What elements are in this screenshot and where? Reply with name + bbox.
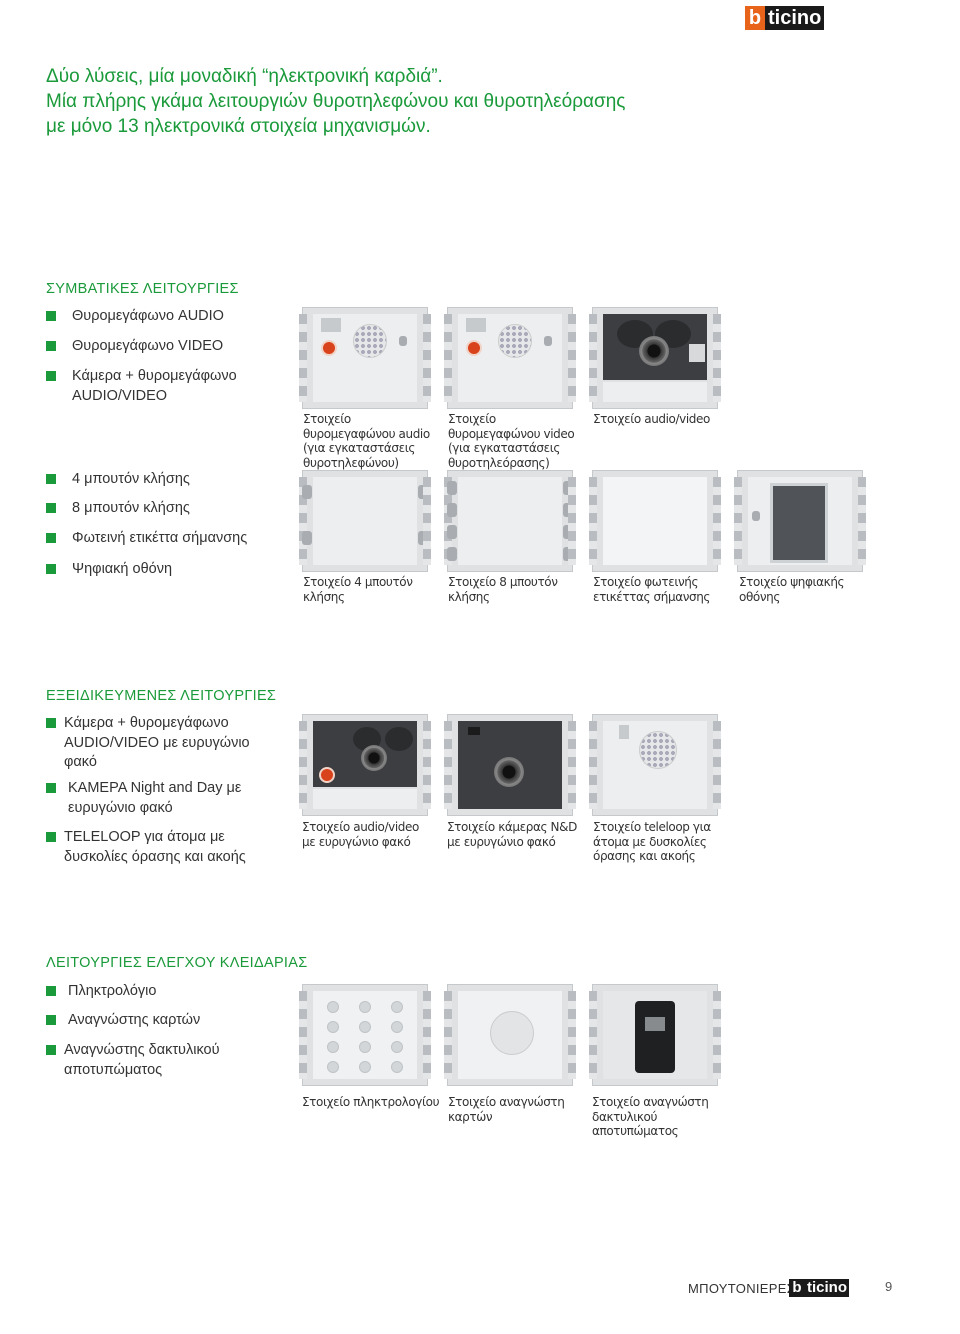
module-teleloop-image bbox=[589, 714, 721, 816]
caption: Στοιχείο 4 μπουτόν κλήσης bbox=[303, 575, 413, 604]
keypad-key bbox=[391, 1041, 403, 1053]
logo-text: ticino bbox=[765, 6, 825, 30]
section-title-standard: ΣΥΜΒΑΤΙΚΕΣ ΛΕΙΤΟΥΡΓΙΕΣ bbox=[46, 281, 239, 297]
module-camera-nd-image bbox=[444, 714, 576, 816]
bullet-icon bbox=[46, 783, 56, 793]
module-light-label-image bbox=[589, 470, 721, 572]
keypad-key bbox=[359, 1021, 371, 1033]
bullet-icon bbox=[46, 1045, 56, 1055]
module-8-buttons-image bbox=[444, 470, 576, 572]
module-fingerprint-reader-image bbox=[589, 984, 721, 1086]
feature-item: 8 μπουτόν κλήσης bbox=[46, 499, 266, 519]
feature-item: Κάμερα + θυρομεγάφωνο AUDIO/VIDEO με ευρ… bbox=[46, 714, 266, 773]
footer-section-label: ΜΠΟΥΤΟΝΙΕΡΕΣ bbox=[688, 1281, 796, 1296]
bullet-icon bbox=[46, 718, 56, 728]
keypad-key bbox=[391, 1001, 403, 1013]
logo-text: ticino bbox=[805, 1279, 849, 1297]
camera-lens-icon bbox=[639, 336, 669, 366]
feature-item: 4 μπουτόν κλήσης bbox=[46, 470, 266, 490]
caption: Στοιχείο teleloop για άτομα με δυσκολίες… bbox=[593, 820, 711, 863]
caption: Στοιχείο κάμερας N&D με ευρυγώνιο φακό bbox=[447, 820, 577, 849]
module-audio-video-wide-image bbox=[299, 714, 431, 816]
keypad-key bbox=[327, 1021, 339, 1033]
keypad-key bbox=[359, 1041, 371, 1053]
page-headline: Δύο λύσεις, μία μοναδική “ηλεκτρονική κα… bbox=[46, 64, 746, 139]
card-reader-circle bbox=[490, 1011, 534, 1055]
section-title-lock: ΛΕΙΤΟΥΡΓΙΕΣ ΕΛΕΓΧΟΥ ΚΛΕΙΔΑΡΙΑΣ bbox=[46, 955, 308, 971]
camera-lens-icon bbox=[494, 757, 524, 787]
module-card-reader-image bbox=[444, 984, 576, 1086]
bullet-icon bbox=[46, 503, 56, 513]
feature-item: Αναγνώστης καρτών bbox=[46, 1011, 266, 1031]
keypad-key bbox=[359, 1001, 371, 1013]
feature-item: Θυρομεγάφωνο AUDIO bbox=[46, 307, 266, 327]
keypad-key bbox=[359, 1061, 371, 1073]
speaker-grille-icon bbox=[639, 731, 677, 769]
caption: Στοιχείο θυρομεγαφώνου audio (για εγκατα… bbox=[303, 412, 430, 470]
module-keypad-image bbox=[299, 984, 431, 1086]
headline-line-3: με μόνο 13 ηλεκτρονικά στοιχεία μηχανισμ… bbox=[46, 116, 431, 137]
module-digital-display-image bbox=[734, 470, 866, 572]
feature-item: ΚΑΜΕΡΑ Night and Day με ευρυγώνιο φακό bbox=[46, 779, 266, 818]
footer-brand-logo: b ticino bbox=[789, 1279, 849, 1297]
feature-item: Πληκτρολόγιο bbox=[46, 982, 266, 1002]
caption: Στοιχείο 8 μπουτόν κλήσης bbox=[448, 575, 558, 604]
red-button-icon bbox=[466, 340, 482, 356]
bullet-icon bbox=[46, 311, 56, 321]
caption: Στοιχείο audio/video με ευρυγώνιο φακό bbox=[302, 820, 419, 849]
caption: Στοιχείο θυρομεγαφώνου video (για εγκατα… bbox=[448, 412, 575, 470]
brand-logo: b ticino bbox=[745, 6, 825, 30]
caption: Στοιχείο ψηφιακής οθόνης bbox=[739, 575, 845, 604]
display-screen bbox=[770, 483, 828, 563]
logo-b: b bbox=[789, 1279, 805, 1297]
speaker-grille-icon bbox=[353, 324, 387, 358]
module-4-buttons-image bbox=[299, 470, 431, 572]
caption: Στοιχείο πληκτρολογίου bbox=[302, 1095, 440, 1109]
feature-item: Θυρομεγάφωνο VIDEO bbox=[46, 337, 266, 357]
bullet-icon bbox=[46, 832, 56, 842]
keypad-key bbox=[327, 1001, 339, 1013]
feature-item: Αναγνώστης δακτυλικού αποτυπώματος bbox=[46, 1041, 256, 1080]
caption: Στοιχείο audio/video bbox=[593, 412, 710, 426]
fingerprint-sensor-icon bbox=[635, 1001, 675, 1073]
bullet-icon bbox=[46, 341, 56, 351]
camera-lens-icon bbox=[361, 745, 387, 771]
keypad-key bbox=[327, 1041, 339, 1053]
bullet-icon bbox=[46, 564, 56, 574]
headline-line-1: Δύο λύσεις, μία μοναδική “ηλεκτρονική κα… bbox=[46, 66, 443, 87]
module-video-image bbox=[444, 307, 576, 409]
keypad-key bbox=[327, 1061, 339, 1073]
logo-b: b bbox=[745, 6, 765, 30]
feature-item: Φωτεινή ετικέττα σήμανσης bbox=[46, 529, 266, 549]
speaker-grille-icon bbox=[498, 324, 532, 358]
feature-item: Κάμερα + θυρομεγάφωνο AUDIO/VIDEO bbox=[46, 367, 266, 406]
feature-item: Ψηφιακή οθόνη bbox=[46, 560, 266, 580]
bullet-icon bbox=[46, 1015, 56, 1025]
section-title-special: ΕΞΕΙΔΙΚΕΥΜΕΝΕΣ ΛΕΙΤΟΥΡΓΙΕΣ bbox=[46, 688, 277, 704]
bullet-icon bbox=[46, 533, 56, 543]
red-button-icon bbox=[319, 767, 335, 783]
keypad-key bbox=[391, 1061, 403, 1073]
headline-line-2: Μία πλήρης γκάμα λειτουργιών θυροτηλεφών… bbox=[46, 91, 626, 112]
module-audio-image bbox=[299, 307, 431, 409]
red-button-icon bbox=[321, 340, 337, 356]
caption: Στοιχείο αναγνώστη καρτών bbox=[448, 1095, 565, 1124]
bullet-icon bbox=[46, 474, 56, 484]
bullet-icon bbox=[46, 986, 56, 996]
feature-item: TELELOOP για άτομα με δυσκολίες όρασης κ… bbox=[46, 828, 246, 867]
caption: Στοιχείο αναγνώστη δακτυλικού αποτυπώματ… bbox=[592, 1095, 709, 1138]
caption: Στοιχείο φωτεινής ετικέττας σήμανσης bbox=[593, 575, 711, 604]
module-audio-video-image bbox=[589, 307, 721, 409]
page-number: 9 bbox=[885, 1279, 893, 1294]
keypad-key bbox=[391, 1021, 403, 1033]
bullet-icon bbox=[46, 371, 56, 381]
